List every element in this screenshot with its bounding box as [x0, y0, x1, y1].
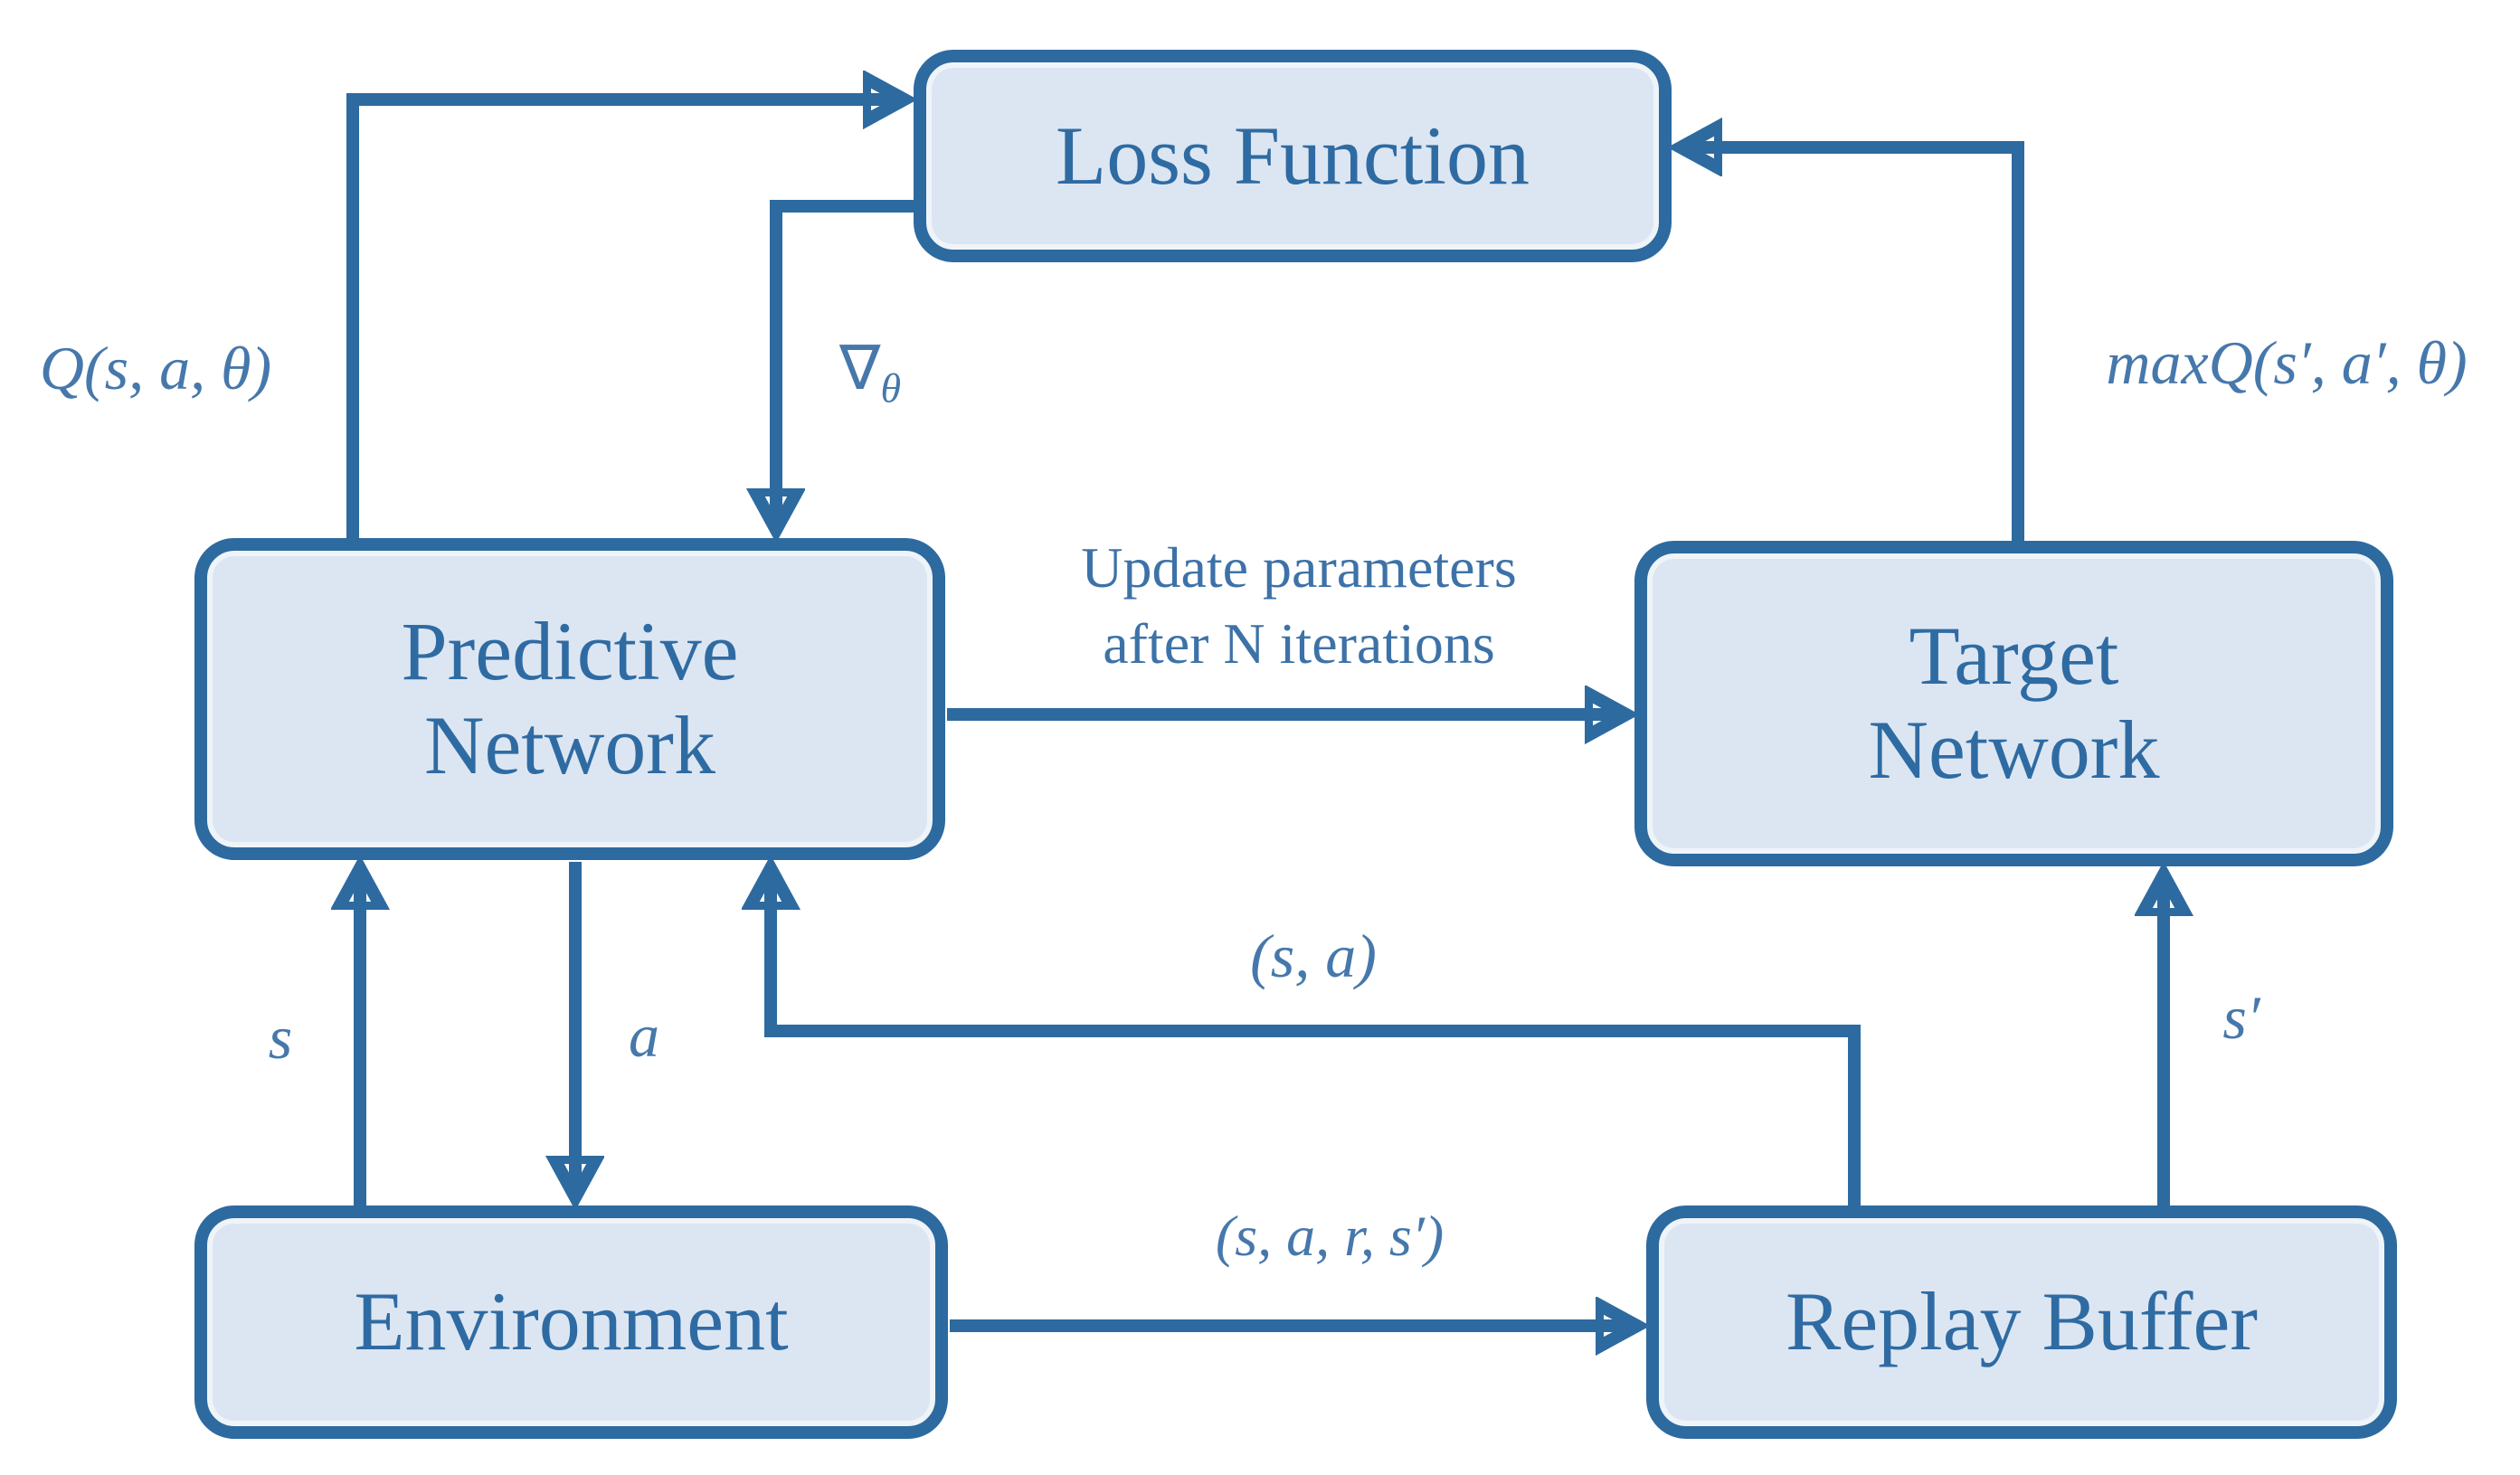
state-action-edge-label: (s, a)	[1250, 922, 1377, 990]
connector-state-action	[771, 868, 1861, 1206]
predictive-network-label-line2: Network	[424, 699, 715, 791]
loss-function-label: Loss Function	[1056, 109, 1530, 202]
q-value-edge-label: Q(s, a, θ)	[39, 334, 272, 402]
update-parameters-line2: after N iterations	[1103, 611, 1495, 676]
update-parameters-edge-label: Update parameters after N iterations	[1081, 530, 1517, 683]
loss-function-node: Loss Function	[914, 50, 1672, 262]
predictive-network-node: Predictive Network	[194, 538, 945, 860]
connector-gradient	[776, 200, 915, 530]
action-edge-label: a	[629, 1001, 659, 1070]
target-network-label-line2: Network	[1868, 704, 2160, 796]
target-network-node: Target Network	[1634, 541, 2393, 866]
transition-tuple-edge-label: (s, a, r, s′)	[1215, 1204, 1445, 1268]
replay-buffer-label: Replay Buffer	[1785, 1275, 2259, 1368]
connector-max-q	[1681, 147, 2024, 541]
gradient-edge-label: ∇θ	[838, 333, 901, 409]
max-q-edge-label: maxQ(s′, a′, θ)	[2106, 328, 2468, 397]
replay-buffer-node: Replay Buffer	[1646, 1206, 2397, 1439]
environment-label: Environment	[354, 1275, 789, 1368]
nabla-symbol: ∇	[838, 334, 881, 402]
update-parameters-line1: Update parameters	[1081, 535, 1517, 600]
connector-q-value	[346, 99, 905, 538]
next-state-edge-label: s′	[2222, 983, 2260, 1052]
target-network-label-line1: Target	[1909, 610, 2119, 703]
gradient-subscript: θ	[880, 364, 902, 411]
environment-node: Environment	[194, 1206, 948, 1439]
state-edge-label: s	[268, 1003, 293, 1072]
predictive-network-label-line1: Predictive	[401, 605, 739, 698]
